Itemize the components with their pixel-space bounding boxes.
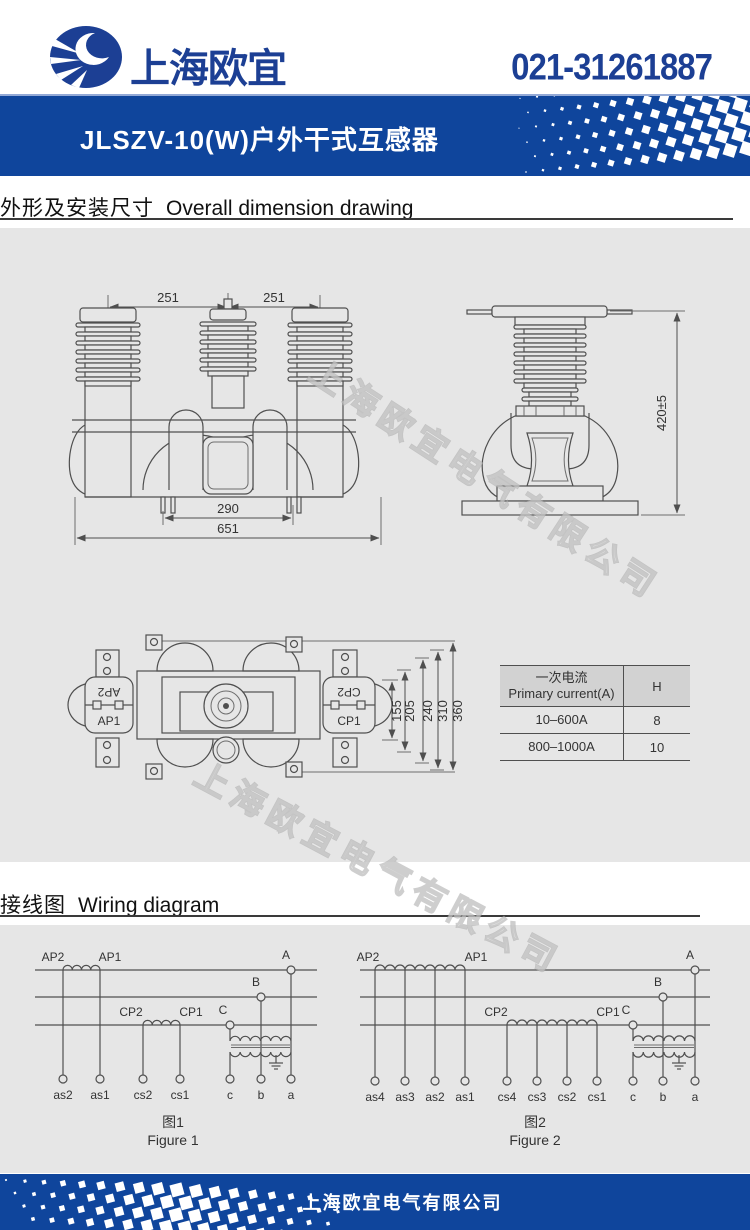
phase-label: A (686, 948, 694, 962)
section-title-dimension: 外形及安装尺寸 Overall dimension drawing (0, 192, 413, 222)
coil-label: CP1 (596, 1005, 620, 1019)
phone-number: 021-31261887 (511, 46, 713, 88)
wiring-diagram-panel: AP2 AP1 CP2 CP1 A B C (0, 925, 750, 1173)
wiring-figure-2: AP2 AP1 CP2 CP1 A B C (357, 948, 710, 1148)
product-title: JLSZV-10(W)户外干式互感器 (80, 125, 439, 155)
section-title-zh: 外形及安装尺寸 (0, 197, 154, 220)
coil-label: CP2 (119, 1005, 143, 1019)
terminal-label: cs3 (528, 1090, 547, 1104)
halftone-pattern-decoration (4, 1178, 340, 1230)
cell-current: 10–600A (500, 707, 624, 733)
dimension-label: 205 (402, 700, 417, 722)
table-header-h: H (652, 678, 662, 694)
side-view-drawing: 420±5 (461, 305, 685, 516)
terminal-label: cs2 (558, 1090, 577, 1104)
dimension-label: 651 (217, 521, 239, 536)
dimension-label: 290 (217, 501, 239, 516)
coil-label: AP2 (42, 950, 65, 964)
header-zh: 一次电流 (535, 669, 588, 685)
dimension-label: 240 (420, 700, 435, 722)
header-en: Primary current(A) (508, 686, 615, 701)
coil-label: CP1 (179, 1005, 203, 1019)
section-title-zh: 接线图 (0, 894, 66, 917)
wiring-figure-1: AP2 AP1 CP2 CP1 A B C (35, 948, 317, 1148)
dimension-label: 420±5 (654, 395, 669, 431)
coil-label: CP2 (484, 1005, 508, 1019)
page-footer: 上海欧宜电气有限公司 (0, 1174, 750, 1230)
terminal-label: as1 (455, 1090, 475, 1104)
terminal-label: b (258, 1088, 265, 1102)
figure-caption-en: Figure 2 (509, 1132, 561, 1148)
terminal-label: cs2 (134, 1088, 153, 1102)
terminal-label: c (630, 1090, 636, 1104)
cell-current: 800–1000A (500, 734, 624, 760)
dimension-label: 155 (389, 700, 404, 722)
figure-caption-zh: 图1 (162, 1114, 184, 1130)
section-title-en: Overall dimension drawing (166, 197, 414, 220)
terminal-label: as2 (53, 1088, 73, 1102)
terminal-label: cs1 (171, 1088, 190, 1102)
terminal-label-ap2: AP2 (97, 685, 120, 699)
phase-label: B (252, 975, 260, 989)
terminal-label: as3 (395, 1090, 415, 1104)
front-view-drawing: 251 251 (68, 290, 382, 545)
terminal-label: cs4 (498, 1090, 517, 1104)
coil-label: AP2 (357, 950, 380, 964)
coil-label: AP1 (99, 950, 122, 964)
section-rule (0, 218, 733, 220)
phase-label: C (622, 1003, 631, 1017)
company-brand-name: 上海欧宜 (130, 47, 287, 91)
terminal-label: b (660, 1090, 667, 1104)
phase-label: C (219, 1003, 228, 1017)
terminal-label-cp1: CP1 (337, 714, 361, 728)
table-row: 800–1000A 10 (500, 734, 690, 761)
table-row: 10–600A 8 (500, 707, 690, 734)
table-header-primary-current: 一次电流 Primary current(A) (500, 666, 624, 706)
phase-label: A (282, 948, 290, 962)
figure-caption-en: Figure 1 (147, 1132, 199, 1148)
dimension-label: 360 (450, 700, 465, 722)
top-view-drawing: AP2 AP1 CP2 CP1 155 205 240 (67, 634, 465, 780)
terminal-label-ap1: AP1 (98, 714, 121, 728)
terminal-label-cp2: CP2 (337, 685, 361, 699)
halftone-pattern-decoration (518, 96, 750, 173)
coil-label: AP1 (465, 950, 488, 964)
cell-h: 10 (649, 739, 665, 755)
footer-company-name: 上海欧宜电气有限公司 (302, 1193, 503, 1213)
terminal-label: as1 (90, 1088, 110, 1102)
product-title-banner: JLSZV-10(W)户外干式互感器 (0, 94, 750, 176)
section-title-en: Wiring diagram (78, 894, 220, 917)
page-header: 上海欧宜 021-31261887 (0, 0, 750, 94)
terminal-label: a (288, 1088, 295, 1102)
table-header-row: 一次电流 Primary current(A) H (500, 666, 690, 707)
company-logo-icon (50, 26, 122, 88)
dimension-label: 310 (435, 700, 450, 722)
phase-label: B (654, 975, 662, 989)
figure-caption-zh: 图2 (524, 1114, 546, 1130)
section-title-wiring: 接线图 Wiring diagram (0, 889, 219, 919)
terminal-label: as2 (425, 1090, 445, 1104)
terminal-label: as4 (365, 1090, 385, 1104)
terminal-label: a (692, 1090, 699, 1104)
terminal-label: c (227, 1088, 233, 1102)
primary-current-table: 一次电流 Primary current(A) H 10–600A 8 800–… (500, 665, 690, 761)
dimension-label: 251 (263, 290, 285, 305)
cell-h: 8 (653, 712, 661, 728)
dimension-drawing-panel: 251 251 (0, 228, 750, 862)
section-rule (0, 915, 700, 917)
dimension-label: 251 (157, 290, 179, 305)
terminal-label: cs1 (588, 1090, 607, 1104)
